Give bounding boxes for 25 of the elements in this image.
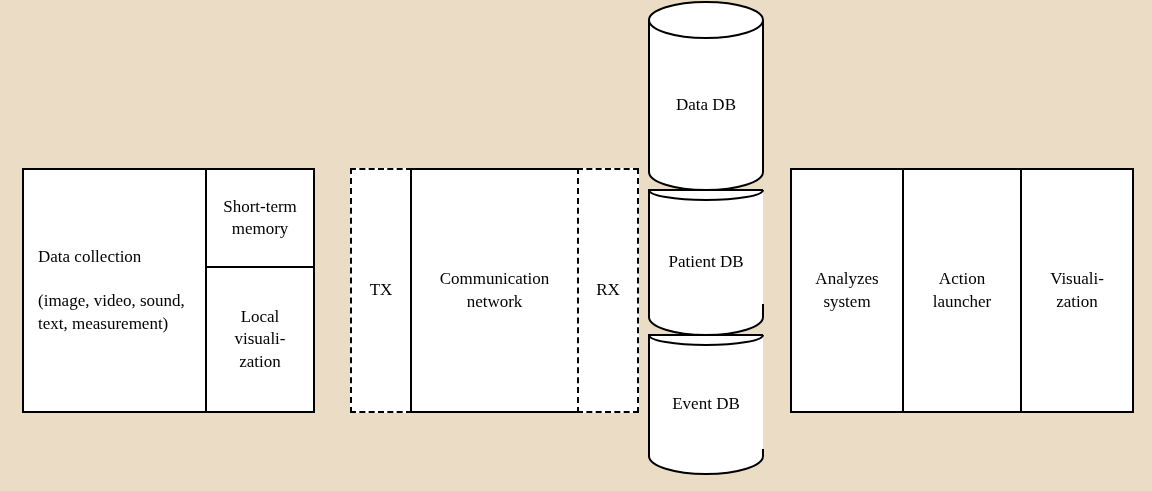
- box-label: Event DB: [672, 393, 740, 416]
- box-label: Communication network: [438, 268, 551, 313]
- dashed-box: [577, 168, 639, 413]
- box-label: Short-term memory: [222, 195, 298, 240]
- process-box: [1020, 168, 1134, 413]
- process-box: [22, 168, 207, 413]
- process-box: [410, 168, 579, 413]
- box-label: RX: [596, 279, 620, 302]
- box-label: Data DB: [676, 93, 736, 116]
- box-note: (image, video, sound, text, measurement): [38, 290, 186, 335]
- process-box: [790, 168, 904, 413]
- box-label: Analyzes system: [814, 268, 880, 313]
- database-cylinder: [648, 2, 764, 190]
- box-label: Data collection: [38, 246, 143, 269]
- box-label: Patient DB: [668, 251, 744, 274]
- process-box: [902, 168, 1022, 413]
- database-cylinder: [648, 190, 764, 335]
- process-box: [205, 168, 315, 268]
- box-label: TX: [369, 279, 393, 302]
- box-label: Local visuali- zation: [233, 306, 287, 373]
- box-label: Visuali- zation: [1049, 268, 1105, 313]
- database-cylinder: [648, 335, 764, 474]
- process-box: [205, 266, 315, 413]
- dashed-box: [350, 168, 412, 413]
- box-label: Action launcher: [931, 268, 993, 313]
